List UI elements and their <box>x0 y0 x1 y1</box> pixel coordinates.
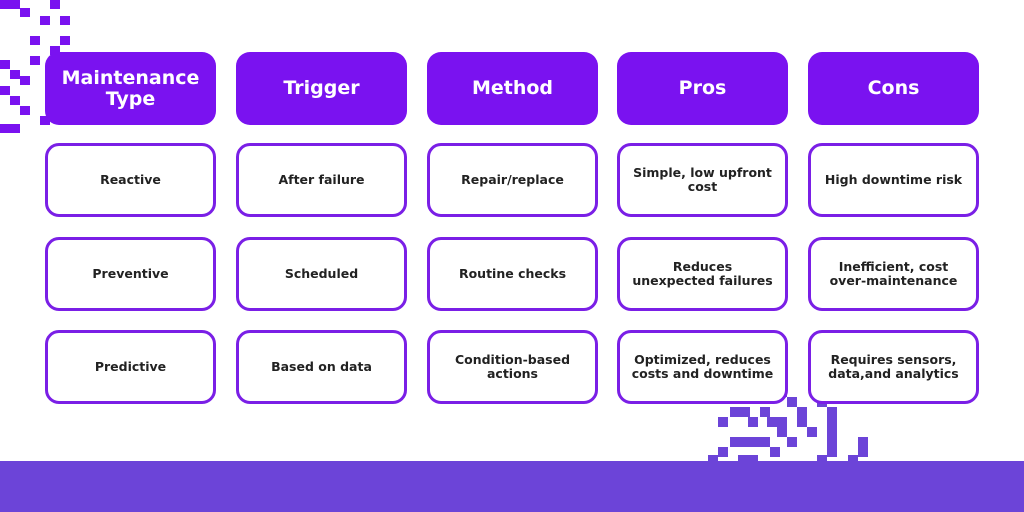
footer-band <box>0 461 1024 512</box>
pixel-square <box>40 16 50 25</box>
pixel-square <box>767 417 777 427</box>
pixel-square <box>750 437 760 447</box>
table-cell: Inefficient, cost over-maintenance <box>808 237 979 311</box>
pixel-square <box>787 437 797 447</box>
pixel-square <box>30 36 40 45</box>
pixel-square <box>740 407 750 417</box>
pixel-square <box>738 455 748 465</box>
pixel-square <box>827 417 837 427</box>
table-cell: Condition-based actions <box>427 330 598 404</box>
pixel-square <box>60 36 70 45</box>
table-cell: Optimized, reduces costs and downtime <box>617 330 788 404</box>
pixel-square <box>770 447 780 457</box>
table-cell: Reduces unexpected failures <box>617 237 788 311</box>
pixel-square <box>787 397 797 407</box>
pixel-square <box>760 437 770 447</box>
pixel-square <box>827 427 837 437</box>
pixel-square <box>730 407 740 417</box>
table-cell: Predictive <box>45 330 216 404</box>
pixel-square <box>760 407 770 417</box>
pixel-square <box>10 70 20 79</box>
pixel-square <box>718 417 728 427</box>
pixel-square <box>718 447 728 457</box>
table-cell: Simple, low upfront cost <box>617 143 788 217</box>
pixel-square <box>817 455 827 465</box>
pixel-square <box>748 455 758 465</box>
column-header: Method <box>427 52 598 125</box>
pixel-square <box>708 455 718 465</box>
pixel-square <box>848 455 858 465</box>
pixel-square <box>858 437 868 447</box>
column-header: Maintenance Type <box>45 52 216 125</box>
pixel-square <box>10 124 20 133</box>
pixel-square <box>0 124 10 133</box>
pixel-square <box>730 437 740 447</box>
pixel-square <box>797 407 807 417</box>
pixel-square <box>30 56 40 65</box>
pixel-square <box>0 86 10 95</box>
pixel-square <box>0 0 10 9</box>
pixel-square <box>50 0 60 9</box>
table-cell: After failure <box>236 143 407 217</box>
column-header: Cons <box>808 52 979 125</box>
table-cell: Reactive <box>45 143 216 217</box>
table-cell: Repair/replace <box>427 143 598 217</box>
table-cell: Scheduled <box>236 237 407 311</box>
pixel-square <box>807 427 817 437</box>
column-header: Pros <box>617 52 788 125</box>
table-cell: Based on data <box>236 330 407 404</box>
pixel-square <box>740 437 750 447</box>
pixel-square <box>748 417 758 427</box>
pixel-square <box>60 16 70 25</box>
column-header: Trigger <box>236 52 407 125</box>
pixel-square <box>777 427 787 437</box>
pixel-square <box>40 116 50 125</box>
pixel-square <box>827 407 837 417</box>
pixel-square <box>777 417 787 427</box>
pixel-square <box>10 0 20 9</box>
table-cell: Preventive <box>45 237 216 311</box>
pixel-square <box>827 437 837 447</box>
pixel-square <box>0 60 10 69</box>
pixel-square <box>797 417 807 427</box>
pixel-square <box>20 8 30 17</box>
table-cell: Routine checks <box>427 237 598 311</box>
pixel-square <box>20 76 30 85</box>
pixel-square <box>50 46 60 55</box>
pixel-square <box>858 447 868 457</box>
table-cell: Requires sensors, data,and analytics <box>808 330 979 404</box>
pixel-square <box>10 96 20 105</box>
pixel-square <box>827 447 837 457</box>
pixel-square <box>20 106 30 115</box>
table-cell: High downtime risk <box>808 143 979 217</box>
